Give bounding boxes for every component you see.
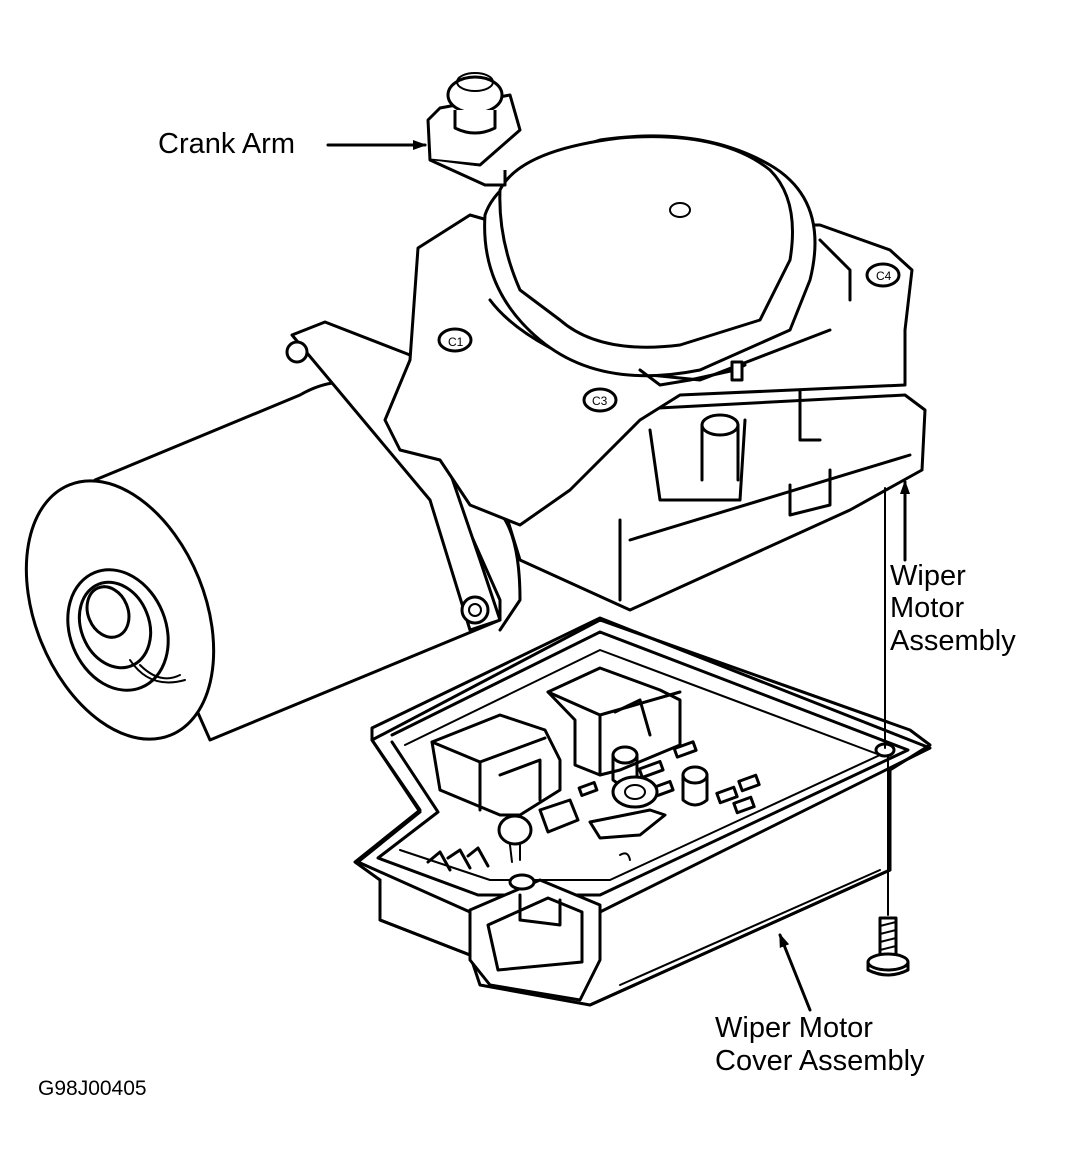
crank-arm-label: Crank Arm xyxy=(158,128,295,160)
svg-text:C3: C3 xyxy=(592,394,608,408)
gear-cover xyxy=(483,134,852,387)
svg-text:C1: C1 xyxy=(448,335,464,349)
figure-code: G98J00405 xyxy=(38,1077,147,1100)
motor-cylinder xyxy=(24,380,502,742)
wiper-motor-cover-assembly-label-line1: Wiper Motor xyxy=(715,1012,873,1044)
screw xyxy=(866,916,910,977)
wiper-motor-assembly-label-line2: Motor xyxy=(890,592,965,624)
wiper-motor-assembly-label-line3: Assembly xyxy=(890,625,1016,657)
motor-mount-bracket xyxy=(285,320,522,632)
wiper-motor-assembly-label-line1: Wiper xyxy=(890,560,966,592)
svg-text:C4: C4 xyxy=(876,269,892,283)
cover-assembly-leader xyxy=(778,933,812,1012)
wiper-motor-cover-assembly-label-line2: Cover Assembly xyxy=(715,1045,925,1077)
circuit-board-components xyxy=(426,666,761,872)
leader-lines xyxy=(326,140,910,1012)
crank-arm xyxy=(426,72,522,187)
